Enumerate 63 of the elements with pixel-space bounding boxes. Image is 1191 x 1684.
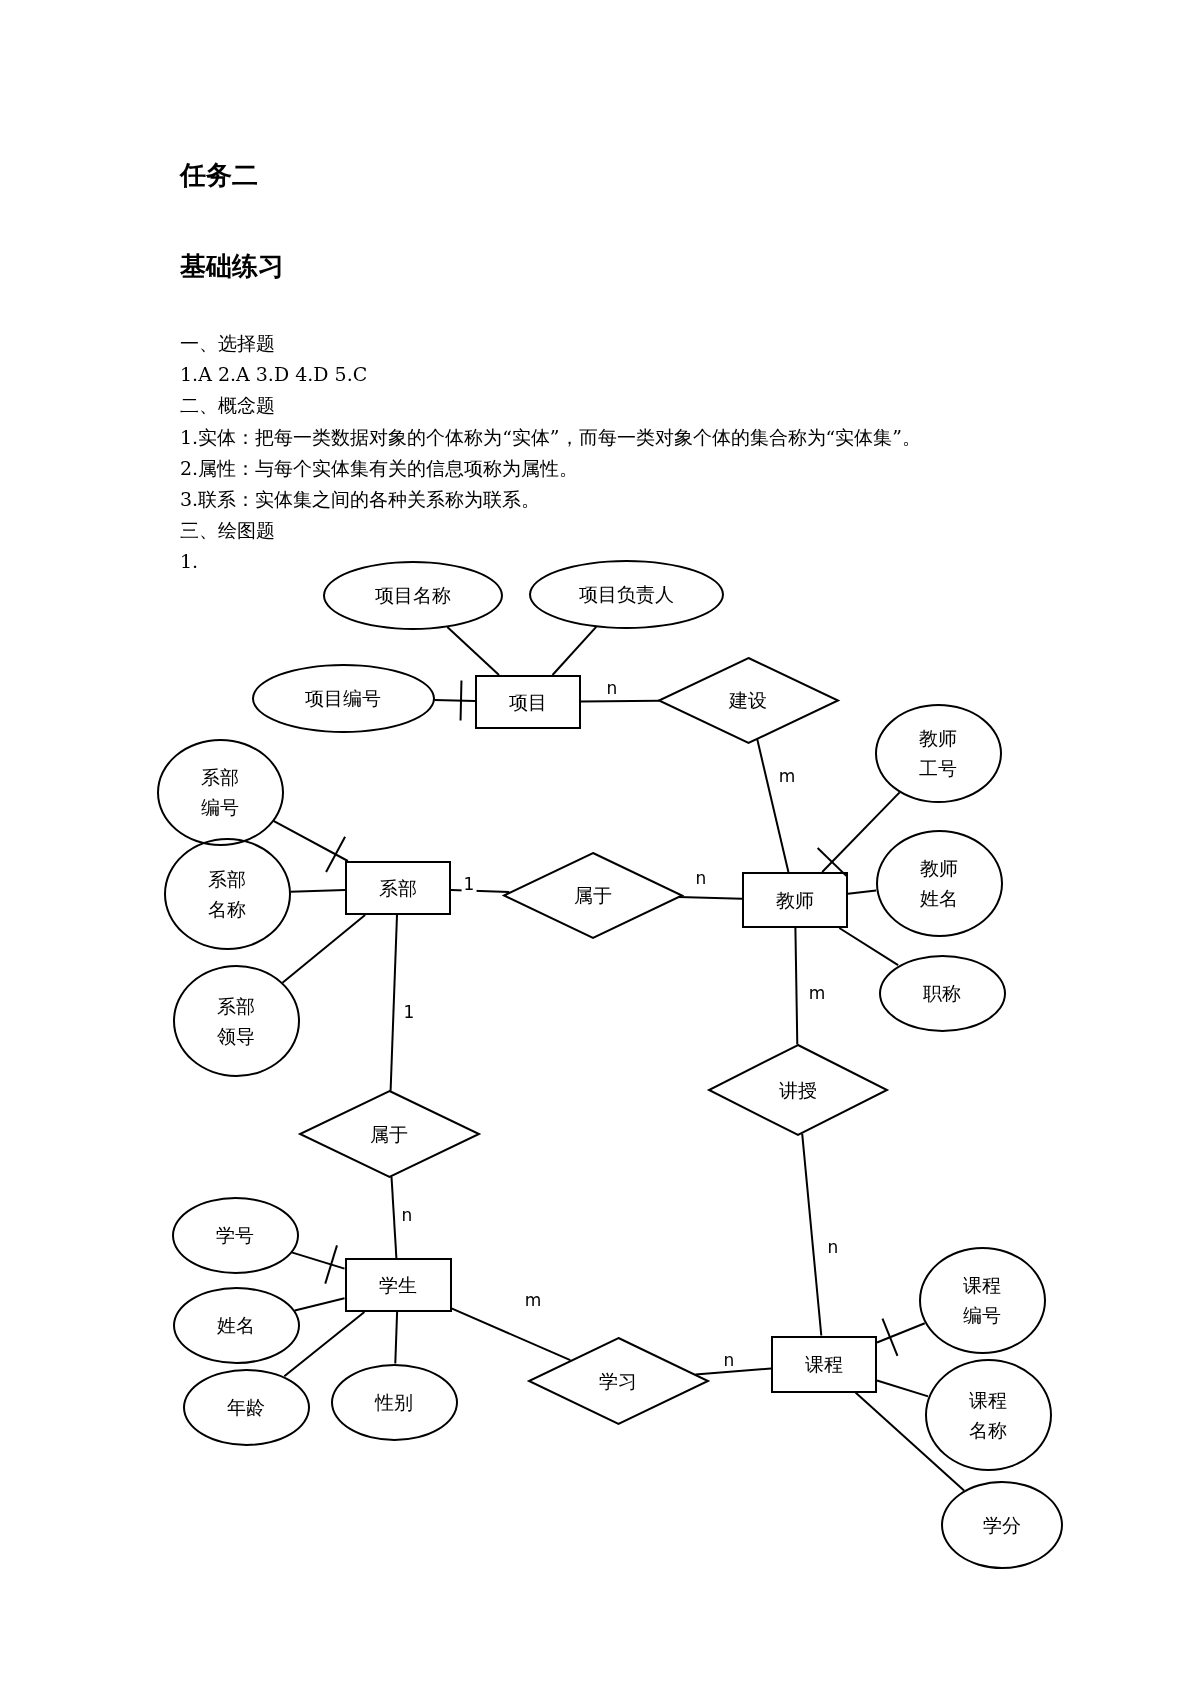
attribute-ellipse: 项目负责人: [528, 559, 724, 629]
text-line: 二、概念题: [180, 393, 275, 418]
connector-line: [838, 927, 900, 967]
entity-box: 课程: [771, 1335, 877, 1393]
attribute-ellipse: 职称: [878, 954, 1006, 1032]
attribute-ellipse: 姓名: [172, 1286, 300, 1364]
entity-box: 系部: [345, 861, 451, 915]
text-line: 一、选择题: [180, 331, 275, 355]
text-line: 1.A 2.A 3.D 4.D 5.C: [180, 362, 368, 387]
connector-line: [394, 1311, 399, 1365]
entity-box: 项目: [475, 675, 581, 729]
connector-line: [876, 1379, 930, 1398]
entity-box: 学生: [344, 1258, 452, 1312]
connector-line: [389, 914, 398, 1092]
text-line: 3.联系：实体集之间的各种关系称为联系。: [180, 487, 541, 511]
relationship-diamond: 讲授: [708, 1044, 888, 1136]
connector-line: [694, 1367, 772, 1376]
connector-line: [794, 927, 799, 1046]
attribute-ellipse: 系部名称: [163, 838, 291, 950]
connector-line: [446, 625, 500, 676]
connector-line: [281, 914, 367, 984]
key-connector: [272, 819, 349, 873]
connector-line: [756, 738, 790, 873]
key-connector: [433, 679, 476, 722]
attribute-ellipse: 年龄: [182, 1368, 310, 1446]
connector-line: [450, 1307, 572, 1362]
key-connector: [876, 1317, 926, 1357]
relationship-diamond: 建设: [657, 656, 839, 744]
attribute-ellipse: 教师姓名: [875, 829, 1003, 937]
attribute-ellipse: 系部编号: [156, 738, 284, 846]
entity-box: 教师: [742, 872, 848, 928]
heading: 基础练习: [180, 250, 284, 282]
connector-line: [854, 1391, 965, 1492]
text-line: 1.实体：把每一类数据对象的个体称为“实体”，而每一类对象个体的集合称为“实体集”。: [180, 424, 921, 449]
text-line: 1.: [180, 549, 199, 574]
connector-line: [580, 699, 661, 703]
attribute-ellipse: 性别: [330, 1363, 458, 1441]
relationship-diamond: 属于: [298, 1090, 480, 1178]
key-connector: [290, 1244, 346, 1285]
attribute-ellipse: 学分: [941, 1481, 1063, 1569]
attribute-ellipse: 系部领导: [172, 965, 300, 1077]
cardinality-label: 1: [461, 875, 477, 893]
relationship-diamond: 学习: [527, 1337, 709, 1425]
text-line: 2.属性：与每个实体集有关的信息项称为属性。: [180, 455, 579, 480]
attribute-ellipse: 项目名称: [323, 560, 503, 630]
relationship-diamond: 属于: [503, 851, 683, 939]
connector-line: [677, 896, 743, 900]
attribute-ellipse: 课程名称: [924, 1359, 1052, 1471]
connector-line: [390, 1175, 398, 1259]
heading: 任务二: [180, 159, 258, 191]
connector-line: [450, 888, 511, 893]
attribute-ellipse: 项目编号: [251, 663, 435, 733]
connector-line: [283, 1311, 366, 1378]
connector-line: [293, 1297, 346, 1312]
connector-line: [551, 625, 598, 676]
connector-line: [289, 888, 346, 893]
attribute-ellipse: 教师工号: [874, 703, 1002, 803]
key-connector: [816, 791, 901, 877]
connector-line: [801, 1132, 823, 1337]
connector-line: [847, 889, 878, 895]
attribute-ellipse: 学号: [171, 1196, 299, 1274]
text-line: 三、绘图题: [180, 518, 275, 543]
attribute-ellipse: 课程编号: [918, 1246, 1046, 1354]
